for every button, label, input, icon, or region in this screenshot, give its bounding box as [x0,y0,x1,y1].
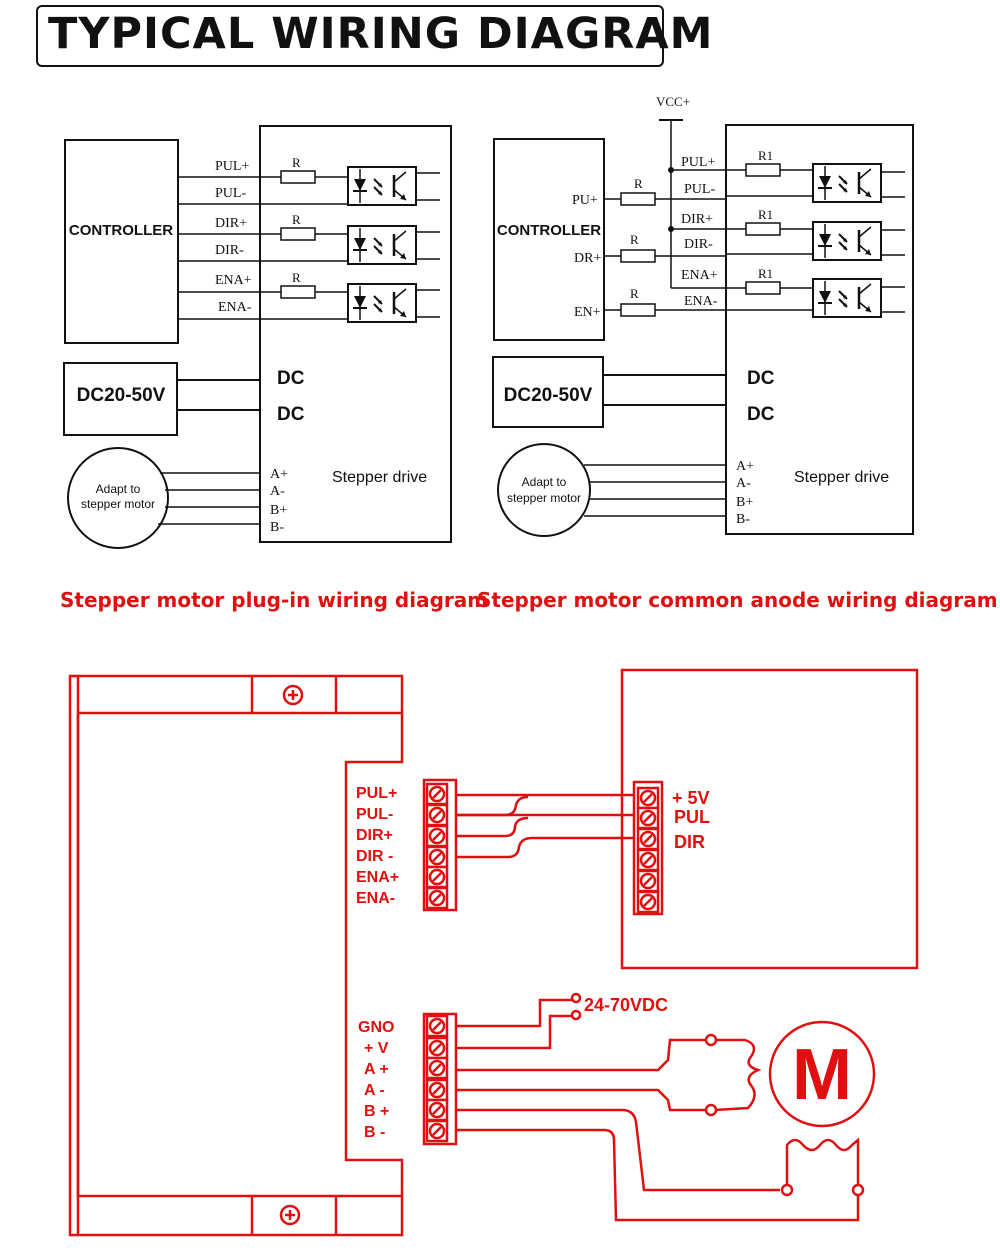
left-sig-1: PUL+ [215,159,249,174]
pwr-terminal-3: A + [364,1061,389,1078]
left-sig-4: DIR- [215,243,244,258]
right-motor-line-1: Adapt to [522,475,567,489]
right-vcc: VCC+ [656,94,690,109]
right-sig-1: PUL+ [681,155,715,170]
right-pin-1: A+ [736,459,754,474]
left-dc-1: DC [277,368,305,389]
right-r1-2: R1 [758,207,773,222]
right-pin-4: B- [736,512,750,527]
right-pin-3: B+ [736,495,753,510]
left-pin-2: A- [270,484,285,499]
right-controller-label: CONTROLLER [497,222,601,239]
right-pin-2: A- [736,476,751,491]
right-opto-2 [811,220,883,262]
left-drive-box [259,125,452,543]
right-caption: Stepper motor common anode wiring diagra… [477,588,998,612]
left-r-2: R [292,212,301,227]
right-ctrl-pin-3: EN+ [574,305,601,320]
right-opto-3 [811,277,883,319]
right-r1-3: R1 [758,266,773,281]
controller-box [620,668,919,970]
left-power-label: DC20-50V [77,385,166,406]
right-power-box [492,356,604,428]
pwr-terminal-2: + V [364,1040,389,1057]
sig-terminal-3: DIR+ [356,827,393,844]
left-opto-3 [346,282,418,324]
motor-circle [768,1020,876,1128]
title-box: TYPICAL WIRING DIAGRAM [36,5,712,67]
right-ctrl-pin-1: PU+ [572,193,598,208]
bottom-diagram [68,668,919,1237]
pwr-terminal-1: GNO [358,1019,394,1036]
right-drive-label: Stepper drive [794,469,889,486]
right-r-3: R [630,286,639,301]
controller-screws [636,786,660,914]
left-sig-2: PUL- [215,186,246,201]
controller-terminal-block [632,780,664,916]
mount-screw-bottom [279,1204,301,1226]
sig-terminal-2: PUL- [356,806,393,823]
controller-label-dir: DIR [674,832,705,852]
right-r-1: R [634,176,643,191]
sig-terminal-6: ENA- [356,890,395,907]
left-caption: Stepper motor plug-in wiring diagram [60,588,489,612]
controller-label-pul: PUL [674,807,710,827]
left-pin-3: B+ [270,503,287,518]
pwr-terminal-5: B + [364,1103,389,1120]
left-dc-2: DC [277,404,305,425]
right-sig-6: ENA- [684,294,718,309]
power-terminal-block [422,1012,458,1146]
left-pin-1: A+ [270,467,288,482]
motor-label: M [792,1035,852,1115]
left-motor-circle [67,447,169,549]
signal-screws [425,782,449,910]
left-sig-6: ENA- [218,300,252,315]
left-motor-line-1: Adapt to [96,482,141,496]
sig-terminal-5: ENA+ [356,869,399,886]
controller-label-5v: + 5V [672,788,710,808]
pwr-terminal-6: B - [364,1124,385,1141]
right-dc-1: DC [747,368,775,389]
left-pin-4: B- [270,520,284,535]
supply-label: 24-70VDC [584,995,668,1015]
right-motor-circle [497,443,591,537]
sig-terminal-4: DIR - [356,848,393,865]
left-motor-line-2: stepper motor [81,497,155,511]
page-title: TYPICAL WIRING DIAGRAM [48,9,714,59]
right-sig-2: PUL- [684,182,715,197]
left-power-box [63,362,178,436]
sig-terminal-1: PUL+ [356,785,397,802]
left-sig-5: ENA+ [215,273,252,288]
right-motor-line-2: stepper motor [507,491,581,505]
pwr-terminal-4: A - [364,1082,385,1099]
right-opto-1 [811,162,883,204]
right-r1-1: R1 [758,148,773,163]
left-sig-3: DIR+ [215,216,247,231]
right-power-label: DC20-50V [504,385,593,406]
left-r-1: R [292,155,301,170]
left-diagram: CONTROLLER DC20-50V DC DC Stepper drive … [63,125,452,549]
right-controller-box [493,138,605,341]
right-ctrl-pin-2: DR+ [574,251,601,266]
left-opto-1 [346,165,418,207]
right-dc-2: DC [747,404,775,425]
mount-screw-top [282,684,304,706]
right-sig-5: ENA+ [681,268,718,283]
right-r-2: R [630,232,639,247]
left-opto-2 [346,224,418,266]
right-sig-4: DIR- [684,237,713,252]
left-drive-label: Stepper drive [332,469,427,486]
right-sig-3: DIR+ [681,212,713,227]
power-screws [425,1014,449,1143]
left-r-3: R [292,270,301,285]
signal-terminal-block [422,778,458,912]
driver-body [76,674,404,1237]
right-diagram: VCC+ R1 R1 R1 CONTROLLER R R R PU+ DR [492,94,914,537]
left-controller-label: CONTROLLER [69,222,173,239]
left-controller-box [64,139,179,344]
right-drive-box [725,124,914,535]
